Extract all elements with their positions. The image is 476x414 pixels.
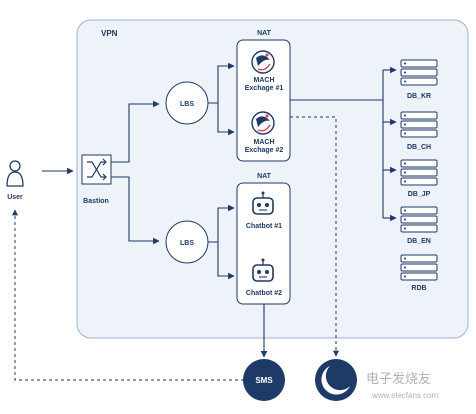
lbs-top-label: LBS [180,101,194,108]
nat-bottom-group: NAT Chatbot #1 Chatbot #2 [236,173,291,305]
exchange-2-line1: MACH [254,139,275,146]
db-en-label: DB_EN [407,238,431,245]
monitor-service-node [315,359,357,401]
mach-logo-icon [251,50,275,74]
robot-icon [252,191,274,215]
user-node: User [6,160,24,201]
watermark-text: 电子发烧友 [366,371,431,386]
mach-logo-icon [251,111,275,135]
edge-exchange-monitor [290,116,339,357]
db-jp: DB_JP [400,159,438,198]
db-ch-label: DB_CH [407,144,431,151]
exchange-2: MACH Exchage #2 [245,111,284,154]
edge-bastion-lbs-bottom [111,176,160,245]
lbs-top-node: LBS [165,81,209,125]
edge-lbs-chatbot-1 [208,204,235,243]
chatbot-2-label: Chatbot #2 [246,290,282,297]
database-icon [400,111,438,138]
chatbot-2: Chatbot #2 [246,258,282,297]
db-rdb: RDB [400,254,438,292]
robot-icon [252,258,274,282]
edge-lbs-exchange-1 [208,62,235,104]
database-icon [400,206,438,233]
user-icon [9,160,21,172]
exchange-1-line1: MACH [254,77,275,84]
watermark: 电子发烧友 www.elecfans.com [366,371,439,400]
shuffle-icon [87,158,107,181]
db-rdb-label: RDB [411,285,426,292]
database-icon [400,59,438,86]
edge-lbs-chatbot-2 [217,242,235,280]
database-icon [400,159,438,186]
crescent-logo-icon [321,366,350,395]
lbs-bottom-label: LBS [180,240,194,247]
edge-sms-user [12,209,244,381]
sms-node: SMS [243,359,285,401]
exchange-2-line2: Exchage #2 [245,147,284,154]
watermark-url: www.elecfans.com [371,391,439,400]
db-ch: DB_CH [400,111,438,151]
lbs-bottom-node: LBS [165,220,209,264]
edge-lbs-exchange-2 [217,103,235,136]
vpn-label: VPN [101,29,118,38]
chatbot-1: Chatbot #1 [246,191,282,230]
nat-bottom-title: NAT [257,173,272,180]
db-kr: DB_KR [400,59,438,100]
exchange-1-line2: Exchage #1 [245,85,284,92]
database-icon [400,254,438,281]
chatbot-1-label: Chatbot #1 [246,223,282,230]
db-jp-label: DB_JP [408,191,431,198]
sms-label: SMS [255,376,273,385]
nat-top-title: NAT [257,30,272,37]
db-kr-label: DB_KR [407,93,431,100]
edge-bastion-lbs-top [111,100,160,163]
db-en: DB_EN [400,206,438,245]
user-label: User [7,194,23,201]
nat-top-group: NAT MACH Exchage #1 MACH Exchage #2 [236,30,291,162]
bastion-label: Bastion [83,198,109,205]
exchange-1: MACH Exchage #1 [245,50,284,92]
bastion-node: Bastion [81,154,112,205]
